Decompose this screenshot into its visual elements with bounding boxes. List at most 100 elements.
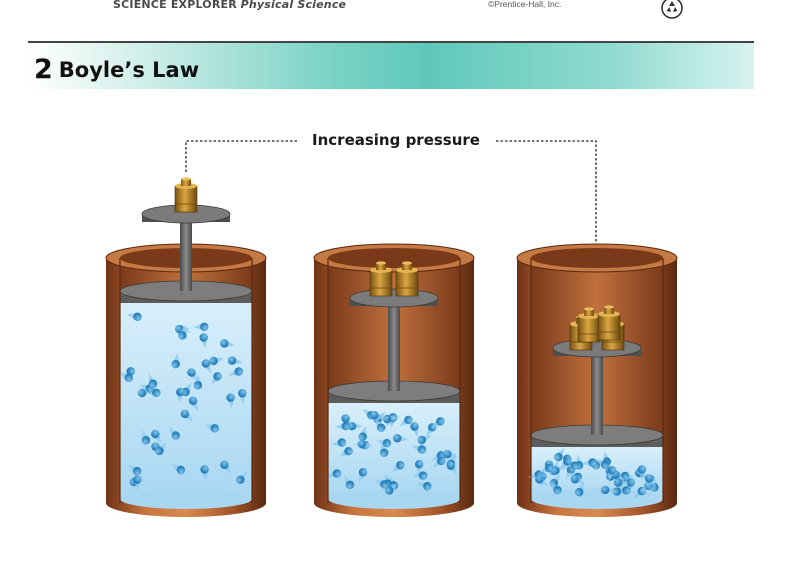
gas-molecule xyxy=(380,442,389,457)
gas-molecule xyxy=(549,482,562,495)
piston-rod xyxy=(180,220,192,291)
cylinder-opening xyxy=(531,248,663,268)
gas-molecule xyxy=(370,411,385,420)
weight-block xyxy=(369,261,393,297)
gas-molecule xyxy=(431,417,445,428)
gas-molecule xyxy=(446,461,458,475)
gas-molecule xyxy=(411,445,427,454)
weights xyxy=(369,261,419,297)
gas-molecule xyxy=(193,322,209,331)
gas-molecule xyxy=(644,474,656,488)
weights xyxy=(569,305,625,351)
gas-molecule xyxy=(417,435,432,445)
gas-molecule xyxy=(375,418,386,432)
gas-molecule xyxy=(331,438,347,447)
gas-molecule xyxy=(176,387,185,404)
subject-name: Physical Science xyxy=(240,0,347,11)
gas-molecule xyxy=(201,359,212,374)
gas-molecule xyxy=(220,460,232,474)
weight-block xyxy=(174,177,198,213)
figure-number: 2 xyxy=(34,54,53,85)
weight-block xyxy=(395,261,419,297)
gas-molecule xyxy=(211,372,222,386)
gas-molecule xyxy=(155,442,167,456)
gas-molecule xyxy=(169,426,181,440)
gas-molecule xyxy=(209,356,225,366)
gas-molecule xyxy=(432,456,446,468)
increasing-pressure-label: Increasing pressure xyxy=(300,131,492,149)
gas-molecule xyxy=(613,478,630,487)
gas-molecule xyxy=(562,457,572,472)
gas-molecule xyxy=(171,464,186,475)
gas-molecule xyxy=(227,356,243,365)
gas-molecule xyxy=(126,312,142,321)
cylinder-high-pressure xyxy=(516,243,678,517)
gas-bottom xyxy=(120,489,252,509)
gas-bottom xyxy=(531,489,663,509)
gas-molecules xyxy=(326,408,459,495)
piston-rod xyxy=(388,304,400,391)
gas-molecule xyxy=(344,475,355,490)
gas-molecule xyxy=(443,450,459,459)
gas-molecule xyxy=(535,475,549,486)
gas-molecule xyxy=(127,465,142,476)
cylinder-medium-pressure xyxy=(313,243,475,517)
gas-molecule xyxy=(412,471,428,480)
gas-molecules xyxy=(528,447,659,499)
gas-molecule xyxy=(575,482,584,497)
gas-molecule xyxy=(399,415,413,427)
gas-molecule xyxy=(382,414,398,424)
gas-molecule xyxy=(334,421,351,431)
gas-molecule xyxy=(570,475,586,484)
gas-molecule xyxy=(637,465,647,481)
gas-molecule xyxy=(326,469,342,478)
gas-molecule xyxy=(238,389,247,405)
header-brand: SCIENCE EXPLORER Physical Science xyxy=(113,0,346,11)
gas-molecule xyxy=(220,339,236,348)
gas-molecule xyxy=(178,324,187,340)
gas-molecule xyxy=(199,333,208,349)
header-rule xyxy=(28,41,754,43)
gas-molecule xyxy=(339,447,353,457)
gas-molecule xyxy=(193,374,203,390)
gas-molecule xyxy=(391,461,405,473)
recycle-icon xyxy=(661,0,683,19)
cylinder-low-pressure xyxy=(105,177,267,517)
gas-molecule xyxy=(376,439,392,448)
figure-title-text: Boyle’s Law xyxy=(58,57,200,82)
gas-molecule xyxy=(358,426,367,441)
weights xyxy=(174,177,198,213)
platform xyxy=(349,288,439,308)
copyright-text: ©Prentice-Hall, Inc. xyxy=(488,0,562,9)
gas-molecule xyxy=(204,424,219,433)
weight-block xyxy=(577,307,601,343)
title-band xyxy=(28,43,754,89)
weight-block xyxy=(597,305,621,341)
gas-molecule xyxy=(187,368,198,382)
gas-molecule xyxy=(607,466,617,481)
gas-molecule xyxy=(200,465,209,481)
gas-molecule xyxy=(612,483,625,496)
gas-molecule xyxy=(581,458,597,467)
gas-molecule xyxy=(141,429,151,445)
gas-molecule xyxy=(119,372,134,382)
gas-molecule xyxy=(358,468,368,483)
gas-molecule xyxy=(415,459,424,476)
gas-molecule xyxy=(357,440,373,449)
gas-molecule xyxy=(416,482,432,491)
gas-molecules xyxy=(119,312,248,491)
gas-molecule xyxy=(236,471,248,484)
gas-molecule xyxy=(151,429,162,444)
gas-molecule xyxy=(385,483,398,495)
gas-molecule xyxy=(228,367,244,376)
gas-molecule xyxy=(226,393,235,409)
gas-molecule xyxy=(145,388,161,397)
gas-molecule xyxy=(171,353,180,369)
gas-molecule xyxy=(374,479,389,489)
gas-molecule xyxy=(410,422,419,437)
piston-rod xyxy=(591,354,603,435)
gas-molecule xyxy=(180,409,194,422)
cylinder-opening xyxy=(328,248,460,268)
gas-molecule xyxy=(554,447,565,462)
